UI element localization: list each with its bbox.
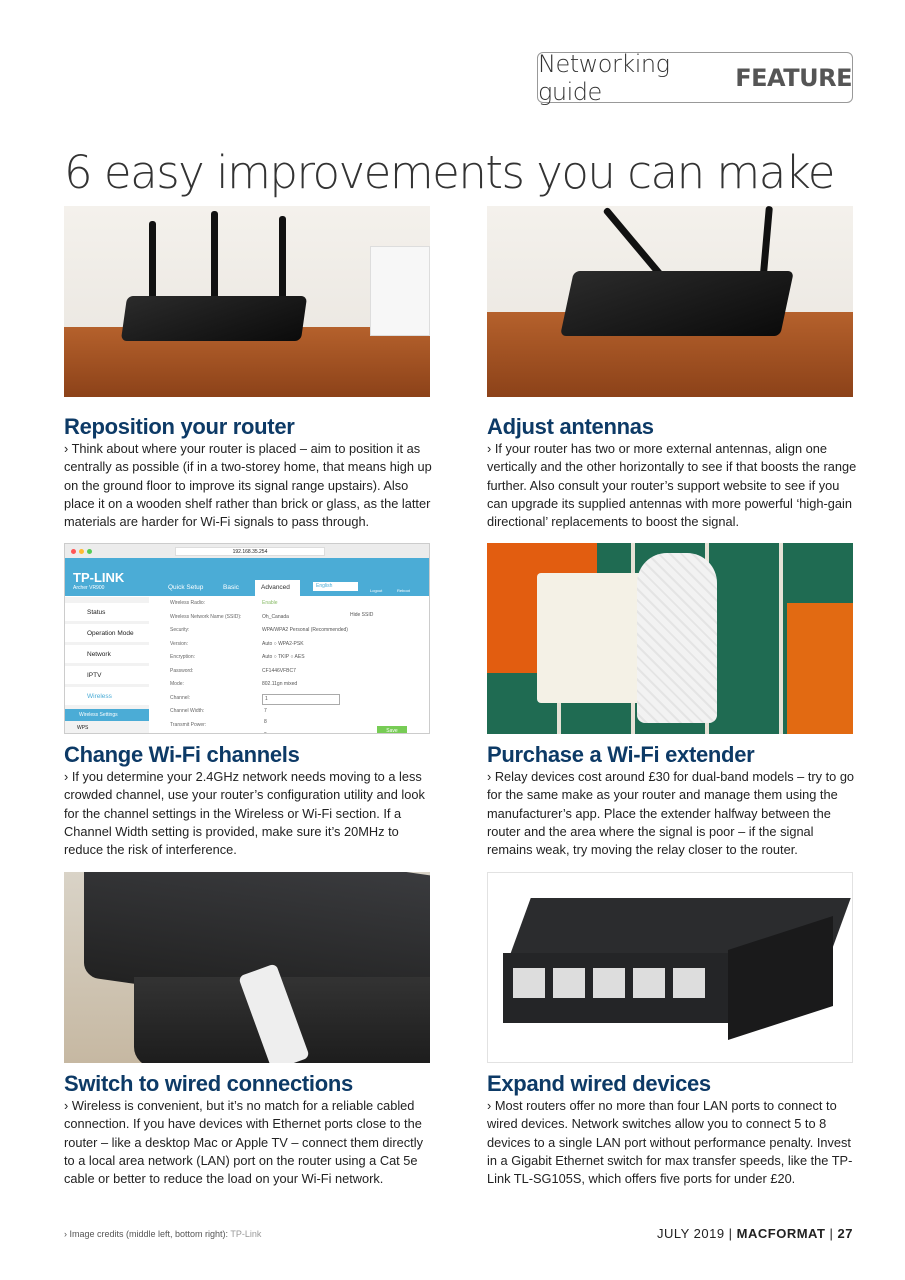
settings-labels: Wireless Radio:Wireless Network Name (SS… xyxy=(170,600,242,728)
save-button[interactable]: Save xyxy=(377,726,407,733)
page-number: 27 xyxy=(837,1226,853,1241)
mac-ethernet-photo xyxy=(64,872,430,1063)
model-name: Archer VR900 xyxy=(73,585,105,591)
body-reposition-router: › Think about where your router is place… xyxy=(64,441,432,530)
tp-link-logo: TP-LINK xyxy=(73,570,125,585)
router-sidebar: Status Operation Mode Network IPTV Wirel… xyxy=(65,597,149,733)
section-tag: Networking guide FEATURE xyxy=(537,49,853,106)
hide-ssid-checkbox[interactable]: Hide SSID xyxy=(350,612,374,618)
sidebar-item-operation-mode[interactable]: Operation Mode xyxy=(65,624,149,642)
page-title: 6 easy improvements you can make xyxy=(64,146,835,199)
body-change-channels: › If you determine your 2.4GHz network n… xyxy=(64,769,425,858)
channel-option: 8 xyxy=(264,718,267,725)
heading-change-channels: Change Wi-Fi channels xyxy=(64,742,300,767)
section-label: FEATURE xyxy=(735,63,852,92)
heading-expand-wired: Expand wired devices xyxy=(487,1071,711,1096)
tab-quick-setup[interactable]: Quick Setup xyxy=(168,584,204,591)
magazine-name: MACFORMAT xyxy=(736,1226,826,1241)
router-antennas-photo xyxy=(487,206,853,397)
sidebar-item-wireless-settings[interactable]: Wireless Settings xyxy=(65,709,149,721)
body-wired-connections: › Wireless is convenient, but it’s no ma… xyxy=(64,1098,423,1187)
issue-date: JULY 2019 xyxy=(656,1226,725,1241)
address-bar[interactable]: 192.168.35.254 xyxy=(175,546,325,556)
channel-select: 1 xyxy=(262,693,340,705)
image-credits: › Image credits (middle left, bottom rig… xyxy=(64,1229,262,1239)
page-footer: JULY 2019 | MACFORMAT | 27 xyxy=(656,1226,853,1241)
section-name: Networking guide xyxy=(538,49,670,106)
tab-advanced[interactable]: Advanced xyxy=(255,580,300,596)
heading-wired-connections: Switch to wired connections xyxy=(64,1071,353,1096)
tab-basic[interactable]: Basic xyxy=(223,584,239,591)
reboot-button[interactable]: Reboot xyxy=(397,588,410,593)
channel-option: 7 xyxy=(264,707,267,714)
channel-option: 9 xyxy=(262,729,352,734)
heading-reposition-router: Reposition your router xyxy=(64,414,295,439)
sidebar-item-wireless[interactable]: Wireless xyxy=(65,687,149,705)
body-expand-wired: › Most routers offer no more than four L… xyxy=(487,1098,853,1187)
body-wifi-extender: › Relay devices cost around £30 for dual… xyxy=(487,769,855,858)
sidebar-item-network[interactable]: Network xyxy=(65,645,149,663)
router-config-screenshot: 192.168.35.254 TP-LINK Archer VR900 Quic… xyxy=(64,543,430,734)
logout-button[interactable]: Logout xyxy=(370,588,383,593)
router-shelf-photo xyxy=(64,206,430,397)
heading-adjust-antennas: Adjust antennas xyxy=(487,414,654,439)
heading-wifi-extender: Purchase a Wi-Fi extender xyxy=(487,742,755,767)
language-select[interactable]: English xyxy=(313,582,358,591)
body-adjust-antennas: › If your router has two or more externa… xyxy=(487,441,857,530)
sidebar-item-status[interactable]: Status xyxy=(65,603,149,621)
sidebar-item-iptv[interactable]: IPTV xyxy=(65,666,149,684)
ethernet-switch-photo xyxy=(487,872,853,1063)
sidebar-item-wps[interactable]: WPS xyxy=(77,725,89,731)
wifi-extender-photo xyxy=(487,543,853,734)
